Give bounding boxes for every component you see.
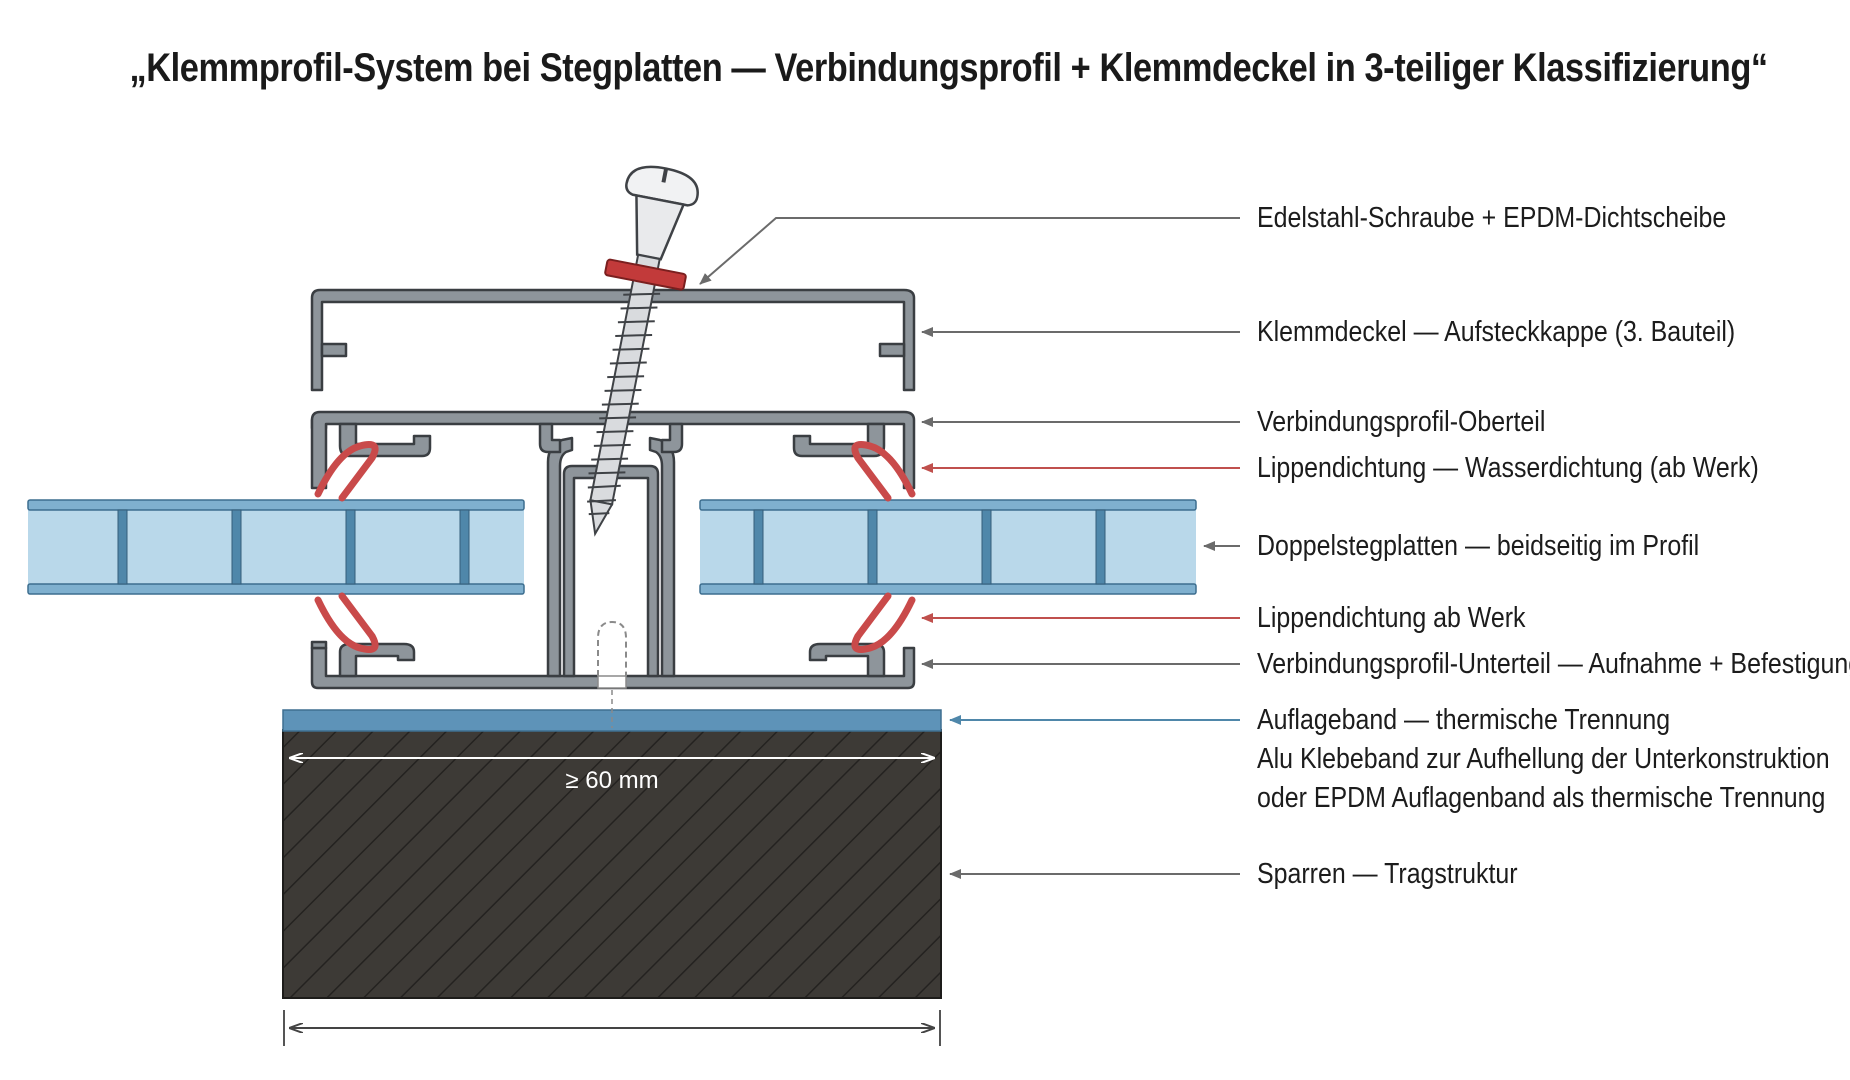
label-tape-title: Auflageband — thermische Trennung [1257, 704, 1671, 736]
twin-wall-panel-right [699, 499, 1197, 595]
diagram-title: „Klemmprofil-System bei Stegplatten — Ve… [129, 46, 1769, 90]
bottom-dimension-line [283, 1010, 941, 1046]
label-screw: Edelstahl-Schraube + EPDM-Dichtscheibe [1257, 202, 1727, 234]
stainless-screw [587, 165, 699, 537]
width-dimension: ≥ 60 mm [290, 758, 934, 794]
label-lip-seal-bottom: Lippendichtung ab Werk [1257, 602, 1526, 634]
label-lower-profile: Verbindungsprofil-Unterteil — Aufnahme +… [1257, 648, 1850, 680]
label-clamp-cap: Klemmdeckel — Aufsteckkappe (3. Bauteil) [1257, 316, 1736, 348]
base-fastener [597, 620, 627, 728]
label-upper-profile: Verbindungsprofil-Oberteil [1257, 406, 1546, 438]
twin-wall-panel-left [27, 499, 525, 595]
rafter [282, 729, 942, 999]
label-lip-seal-top: Lippendichtung — Wasserdichtung (ab Werk… [1257, 452, 1759, 484]
lip-seals [314, 441, 916, 653]
lower-profile [310, 436, 916, 690]
label-tape-line2: Alu Klebeband zur Aufhellung der Unterko… [1257, 743, 1830, 775]
leader-lines [699, 217, 1240, 879]
label-panels: Doppelstegplatten — beidseitig im Profil [1257, 530, 1700, 562]
label-rafter: Sparren — Tragstruktur [1257, 858, 1518, 890]
clamp-cap [310, 288, 916, 392]
width-dimension-label: ≥ 60 mm [565, 767, 658, 794]
label-tape-line3: oder EPDM Auflagenband als thermische Tr… [1257, 782, 1826, 814]
